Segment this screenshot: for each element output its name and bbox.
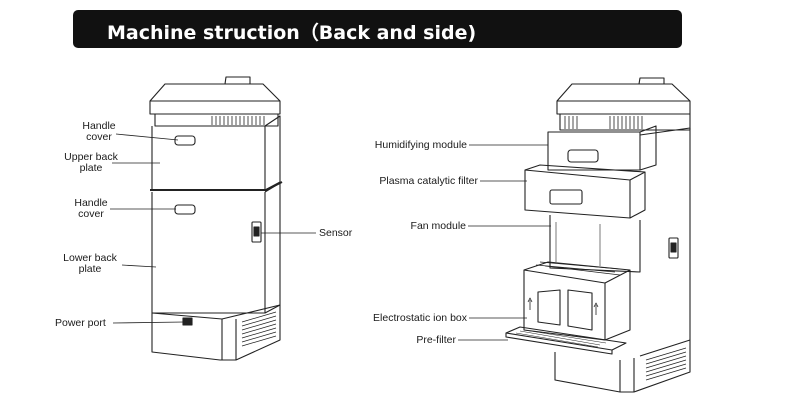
right-top-lid <box>556 83 691 115</box>
right-base <box>554 340 691 393</box>
label-line: cover <box>78 208 104 220</box>
title-banner: Machine struction（Back and side) <box>73 10 682 48</box>
plasma-catalytic-filter <box>524 169 631 219</box>
left-machine <box>149 76 283 361</box>
label-plasma-catalytic-filter: Plasma catalytic filter <box>379 175 478 187</box>
power-port <box>182 317 193 326</box>
mid-handle-cover <box>174 204 196 215</box>
right-vent-band <box>559 114 691 131</box>
label-line: Handle <box>74 197 108 209</box>
label-upper-back-plate: Upper back plate <box>60 152 122 174</box>
humidifying-module <box>547 131 641 171</box>
left-base <box>151 305 281 361</box>
label-handle-cover-mid: Handle cover <box>66 198 116 220</box>
right-housing <box>639 127 691 357</box>
label-fan-module: Fan module <box>410 220 466 232</box>
left-top-lid <box>149 83 281 115</box>
left-sensor <box>251 221 262 243</box>
label-line: plate <box>78 263 102 275</box>
pre-filter <box>505 326 627 351</box>
label-handle-cover-top: Handle cover <box>74 121 124 143</box>
upper-handle-cover <box>174 135 196 146</box>
label-line: Lower back <box>63 252 117 264</box>
label-humidifying-module: Humidifying module <box>374 139 467 151</box>
label-line: Upper back <box>64 151 118 163</box>
page-title: Machine struction（Back and side) <box>107 22 477 44</box>
label-line: plate <box>79 162 103 174</box>
label-line: cover <box>86 131 112 143</box>
upper-back-plate <box>151 126 266 191</box>
label-electrostatic-ion-box: Electrostatic ion box <box>373 312 467 324</box>
right-lid-handle <box>638 77 665 85</box>
left-lid-handle <box>224 76 251 85</box>
lower-back-plate <box>151 192 266 314</box>
left-vent-band <box>154 114 279 127</box>
label-line: Handle <box>82 120 116 132</box>
label-lower-back-plate: Lower back plate <box>58 253 122 275</box>
label-sensor: Sensor <box>319 227 353 239</box>
right-machine <box>505 77 691 393</box>
label-pre-filter: Pre-filter <box>416 334 456 346</box>
right-sensor <box>668 237 679 259</box>
label-power-port: Power port <box>55 317 106 329</box>
